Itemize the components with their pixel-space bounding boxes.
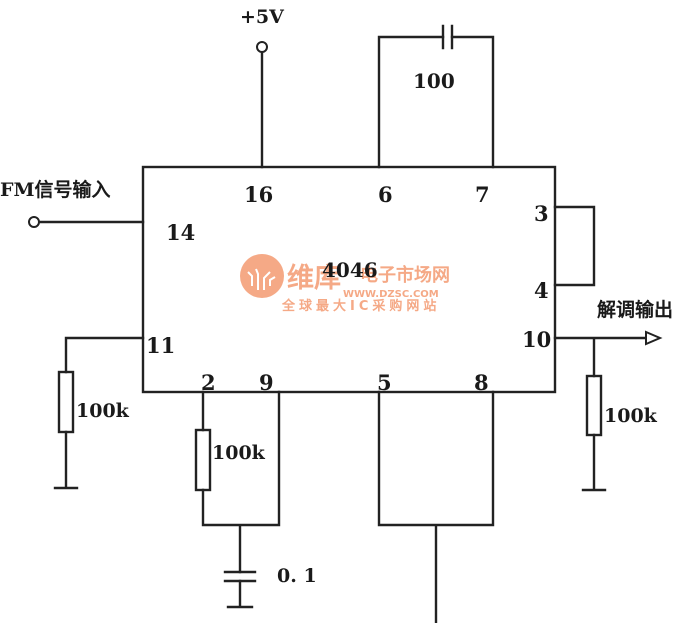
pin-5-label: 5 <box>377 370 392 395</box>
pin-14-label: 14 <box>166 220 195 245</box>
cap-top-label: 100 <box>413 69 455 93</box>
svg-text:维库: 维库 <box>287 263 341 294</box>
pin-3-label: 3 <box>534 201 549 226</box>
pin-7-label: 7 <box>475 182 490 207</box>
wire-pin2-9 <box>201 390 281 609</box>
vcc-label: +5V <box>240 6 285 28</box>
vcc-terminal <box>256 41 268 53</box>
pin-6-label: 6 <box>378 182 393 207</box>
svg-text:电子市场网: 电子市场网 <box>360 264 450 286</box>
wire-pin5-8 <box>377 390 495 623</box>
pin-16-label: 16 <box>244 182 273 207</box>
resistor-pin2-label: 100k <box>212 442 266 464</box>
resistor-pin10-label: 100k <box>604 405 658 427</box>
wire-pin10 <box>553 336 650 492</box>
resistor-pin11 <box>57 370 75 434</box>
wire-pin6-7 <box>377 35 495 169</box>
pin-11-label: 11 <box>146 333 175 358</box>
wire-pin11 <box>53 336 145 490</box>
resistor-pin10 <box>585 374 603 437</box>
capacitor-bottom <box>223 570 257 583</box>
input-terminal <box>28 216 40 228</box>
input-label: FM信号输入 <box>0 178 111 201</box>
wire-pin3-4 <box>553 205 596 287</box>
watermark-logo: 维库 电子市场网 WWW.DZSC.COM 全球最大IC采购网站 <box>240 254 450 314</box>
pin-8-label: 8 <box>474 370 489 395</box>
pin-4-label: 4 <box>534 278 549 303</box>
ic-4046-body <box>141 165 557 394</box>
output-label: 解调输出 <box>597 298 673 321</box>
resistor-pin11-label: 100k <box>76 400 130 422</box>
cap-bottom-label: 0. 1 <box>277 565 317 587</box>
svg-text:全球最大IC采购网站: 全球最大IC采购网站 <box>281 298 440 314</box>
resistor-pin2 <box>194 428 212 492</box>
pin-2-label: 2 <box>201 370 216 395</box>
pin-10-label: 10 <box>522 327 551 352</box>
capacitor-top <box>441 24 454 50</box>
pin-9-label: 9 <box>259 370 274 395</box>
svg-text:WWW.DZSC.COM: WWW.DZSC.COM <box>343 289 439 300</box>
chip-name: 4046 <box>322 258 378 282</box>
output-arrow-icon <box>645 330 663 346</box>
